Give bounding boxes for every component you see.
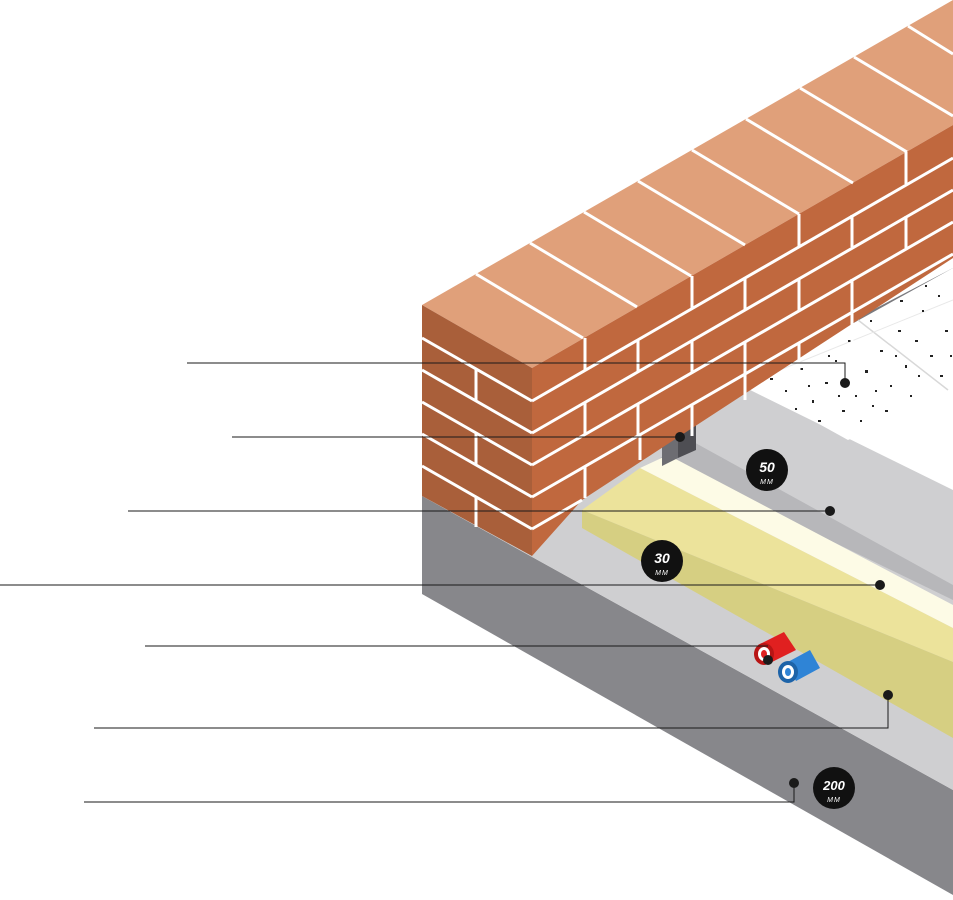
brick-wall-front — [422, 305, 532, 556]
brick-wall-side — [532, 125, 953, 556]
leader-concrete — [84, 783, 795, 803]
badge-30mm-unit: MM — [655, 570, 669, 577]
dot-pipes — [763, 655, 773, 665]
dot-concrete — [789, 778, 799, 788]
dot-edge-strip — [675, 432, 685, 442]
brick-top-mortar — [475, 24, 953, 340]
screed-side-face — [660, 440, 953, 600]
tile-speckles — [770, 285, 952, 422]
insulation-top-face — [582, 468, 953, 662]
badge-30mm: 30 MM — [641, 540, 683, 582]
leader-floor-tiles — [187, 362, 846, 383]
brick-wall — [421, 0, 953, 556]
floor-tiles — [745, 268, 953, 440]
leader-dots — [675, 378, 893, 788]
badge-200mm-unit: MM — [827, 797, 841, 804]
leader-lines — [0, 362, 889, 803]
dot-screed — [825, 506, 835, 516]
badge-30mm-value: 30 — [654, 550, 670, 566]
badge-200mm-value: 200 — [822, 778, 845, 793]
badge-50mm: 50 MM — [746, 449, 788, 491]
tile-surface — [745, 268, 953, 440]
screed-top-face — [690, 385, 953, 560]
brick-front-mortar — [421, 336, 533, 531]
brick-wall-top — [422, 0, 953, 368]
badge-50mm-value: 50 — [759, 459, 775, 475]
dot-insulation — [883, 690, 893, 700]
dot-screed-strip — [875, 580, 885, 590]
brick-side-mortar — [531, 152, 953, 531]
leader-insulation — [94, 695, 889, 729]
badge-50mm-unit: MM — [760, 479, 774, 486]
screed-layer — [660, 385, 953, 600]
pipe-blue — [778, 650, 820, 683]
dot-floor-tiles — [840, 378, 850, 388]
badge-200mm: 200 MM — [813, 767, 855, 809]
